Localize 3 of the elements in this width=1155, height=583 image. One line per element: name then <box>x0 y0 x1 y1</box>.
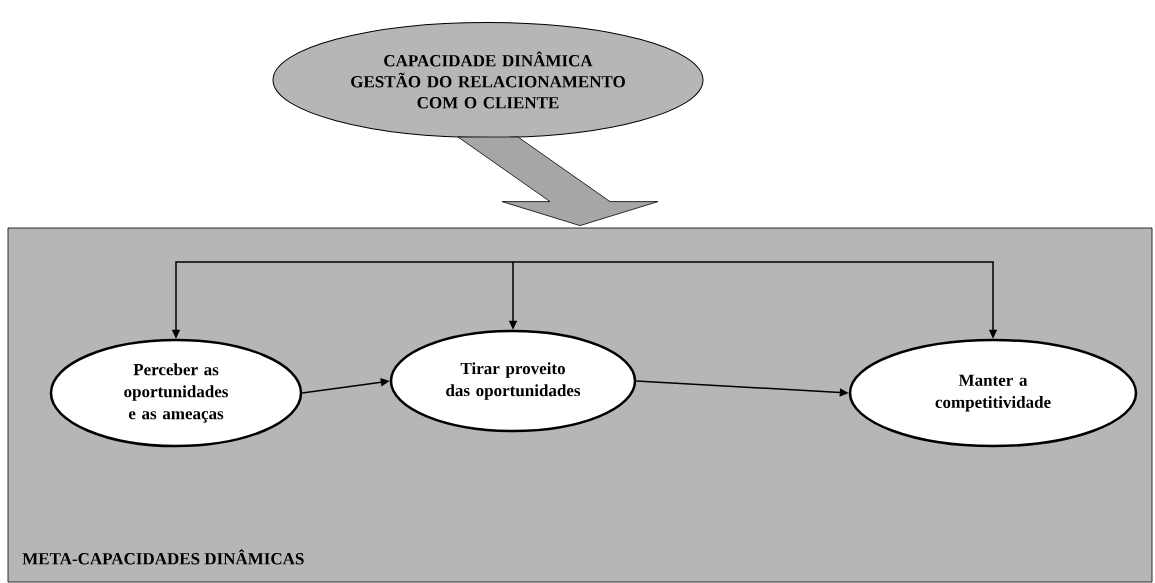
ellipse-node: CAPACIDADE DINÂMICA GESTÃO DO RELACIONAMENTO COM O CLIENTE <box>272 22 704 138</box>
panel-heading: META-CAPACIDADES DINÂMICAS <box>22 549 304 565</box>
block-arrow <box>457 136 659 226</box>
